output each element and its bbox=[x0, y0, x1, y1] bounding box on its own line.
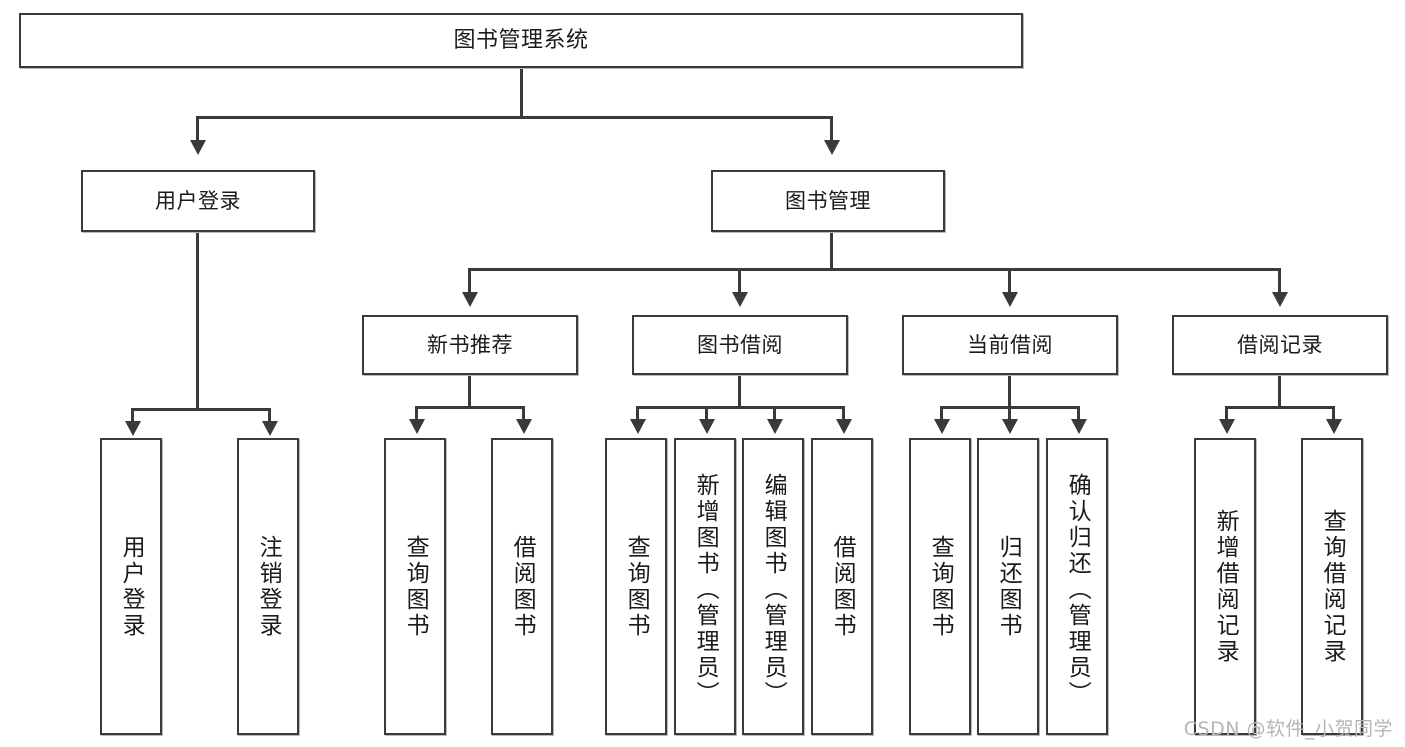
leaf-br-add-record[interactable]: 新增借阅记录 bbox=[1194, 438, 1256, 735]
connector-drop-bb-query bbox=[636, 406, 639, 421]
connector-drop-user-login bbox=[196, 116, 199, 142]
connector-drop-book-borrow bbox=[738, 268, 741, 294]
node-label: 新书推荐 bbox=[427, 332, 513, 357]
node-user-login[interactable]: 用户登录 bbox=[81, 170, 315, 232]
arrow-leaf-logout bbox=[262, 421, 278, 436]
connector-book-borrow-bus bbox=[636, 406, 842, 409]
arrow-leaf-user-login bbox=[125, 421, 141, 436]
node-label: 用户登录 bbox=[155, 188, 241, 213]
connector-drop-bb-borrow bbox=[842, 406, 845, 421]
leaf-bb-add-book[interactable]: 新增图书（管理员） bbox=[674, 438, 736, 735]
connector-borrow-record-stem bbox=[1278, 375, 1281, 408]
connector-current-borrow-stem bbox=[1008, 375, 1011, 408]
leaf-nbr-borrow-book[interactable]: 借阅图书 bbox=[491, 438, 553, 735]
leaf-cb-query-book[interactable]: 查询图书 bbox=[909, 438, 971, 735]
node-label: 借阅记录 bbox=[1237, 332, 1323, 357]
node-label: 用户登录 bbox=[118, 534, 145, 639]
node-label: 新增图书（管理员） bbox=[692, 472, 719, 707]
node-new-book-recommendation[interactable]: 新书推荐 bbox=[362, 315, 578, 375]
connector-user-login-bus bbox=[131, 408, 268, 411]
arrow-br-query-record bbox=[1326, 419, 1342, 434]
node-label: 当前借阅 bbox=[967, 332, 1053, 357]
arrow-current-borrow bbox=[1002, 292, 1018, 307]
arrow-nbr-query-book bbox=[409, 419, 425, 434]
connector-drop-leaf-user-login bbox=[131, 408, 134, 423]
node-label: 确认归还（管理员） bbox=[1064, 472, 1091, 707]
leaf-logout[interactable]: 注销登录 bbox=[237, 438, 299, 735]
arrow-borrow-record bbox=[1272, 292, 1288, 307]
leaf-cb-confirm-return[interactable]: 确认归还（管理员） bbox=[1046, 438, 1108, 735]
arrow-user-login bbox=[190, 140, 206, 155]
connector-drop-cb-query bbox=[940, 406, 943, 421]
node-label: 借阅图书 bbox=[509, 534, 536, 639]
connector-drop-borrow-record bbox=[1278, 268, 1281, 294]
node-label: 注销登录 bbox=[255, 534, 282, 639]
arrow-new-book-rec bbox=[462, 292, 478, 307]
arrow-bb-add-book bbox=[699, 419, 715, 434]
node-label: 新增借阅记录 bbox=[1212, 508, 1239, 665]
connector-drop-cb-confirm bbox=[1077, 406, 1080, 421]
connector-drop-nbr-borrow bbox=[522, 406, 525, 421]
node-label: 编辑图书（管理员） bbox=[760, 472, 787, 707]
node-label: 归还图书 bbox=[995, 534, 1022, 639]
arrow-nbr-borrow-book bbox=[516, 419, 532, 434]
connector-drop-current-borrow bbox=[1008, 268, 1011, 294]
node-label: 查询图书 bbox=[402, 534, 429, 639]
node-label: 借阅图书 bbox=[829, 534, 856, 639]
arrow-book-manage bbox=[824, 140, 840, 155]
leaf-cb-return-book[interactable]: 归还图书 bbox=[977, 438, 1039, 735]
connector-root-stem bbox=[520, 68, 523, 118]
connector-drop-book-manage bbox=[830, 116, 833, 142]
node-book-borrowing[interactable]: 图书借阅 bbox=[632, 315, 848, 375]
node-label: 图书借阅 bbox=[697, 332, 783, 357]
node-label: 图书管理 bbox=[785, 188, 871, 213]
connector-user-login-stem bbox=[196, 232, 199, 410]
connector-level3-bus bbox=[468, 268, 1280, 271]
node-borrowing-record[interactable]: 借阅记录 bbox=[1172, 315, 1388, 375]
connector-level2-bus bbox=[196, 116, 833, 119]
leaf-nbr-query-book[interactable]: 查询图书 bbox=[384, 438, 446, 735]
connector-drop-leaf-logout bbox=[268, 408, 271, 423]
arrow-br-add-record bbox=[1219, 419, 1235, 434]
connector-book-manage-stem bbox=[830, 232, 833, 270]
node-label: 查询图书 bbox=[623, 534, 650, 639]
arrow-cb-confirm-return bbox=[1071, 419, 1087, 434]
connector-new-book-rec-bus bbox=[415, 406, 522, 409]
arrow-book-borrow bbox=[732, 292, 748, 307]
arrow-bb-borrow-book bbox=[836, 419, 852, 434]
connector-drop-bb-add bbox=[705, 406, 708, 421]
leaf-bb-query-book[interactable]: 查询图书 bbox=[605, 438, 667, 735]
connector-drop-new-book-rec bbox=[468, 268, 471, 294]
connector-drop-cb-return bbox=[1008, 406, 1011, 421]
arrow-cb-return-book bbox=[1002, 419, 1018, 434]
arrow-bb-query-book bbox=[630, 419, 646, 434]
connector-drop-br-query bbox=[1332, 406, 1335, 421]
connector-book-borrow-stem bbox=[738, 375, 741, 408]
node-label: 查询借阅记录 bbox=[1319, 508, 1346, 665]
connector-new-book-rec-stem bbox=[468, 375, 471, 408]
leaf-bb-borrow-book[interactable]: 借阅图书 bbox=[811, 438, 873, 735]
leaf-user-login[interactable]: 用户登录 bbox=[100, 438, 162, 735]
leaf-bb-edit-book[interactable]: 编辑图书（管理员） bbox=[742, 438, 804, 735]
node-label: 图书管理系统 bbox=[453, 27, 589, 53]
arrow-cb-query-book bbox=[934, 419, 950, 434]
node-current-borrowing[interactable]: 当前借阅 bbox=[902, 315, 1118, 375]
connector-drop-nbr-query bbox=[415, 406, 418, 421]
node-book-management[interactable]: 图书管理 bbox=[711, 170, 945, 232]
connector-borrow-record-bus bbox=[1225, 406, 1332, 409]
leaf-br-query-record[interactable]: 查询借阅记录 bbox=[1301, 438, 1363, 735]
node-book-management-system[interactable]: 图书管理系统 bbox=[19, 13, 1023, 68]
connector-drop-bb-edit bbox=[773, 406, 776, 421]
watermark: CSDN @软件_小贺同学 bbox=[1183, 718, 1393, 740]
node-label: 查询图书 bbox=[927, 534, 954, 639]
connector-drop-br-add bbox=[1225, 406, 1228, 421]
arrow-bb-edit-book bbox=[767, 419, 783, 434]
